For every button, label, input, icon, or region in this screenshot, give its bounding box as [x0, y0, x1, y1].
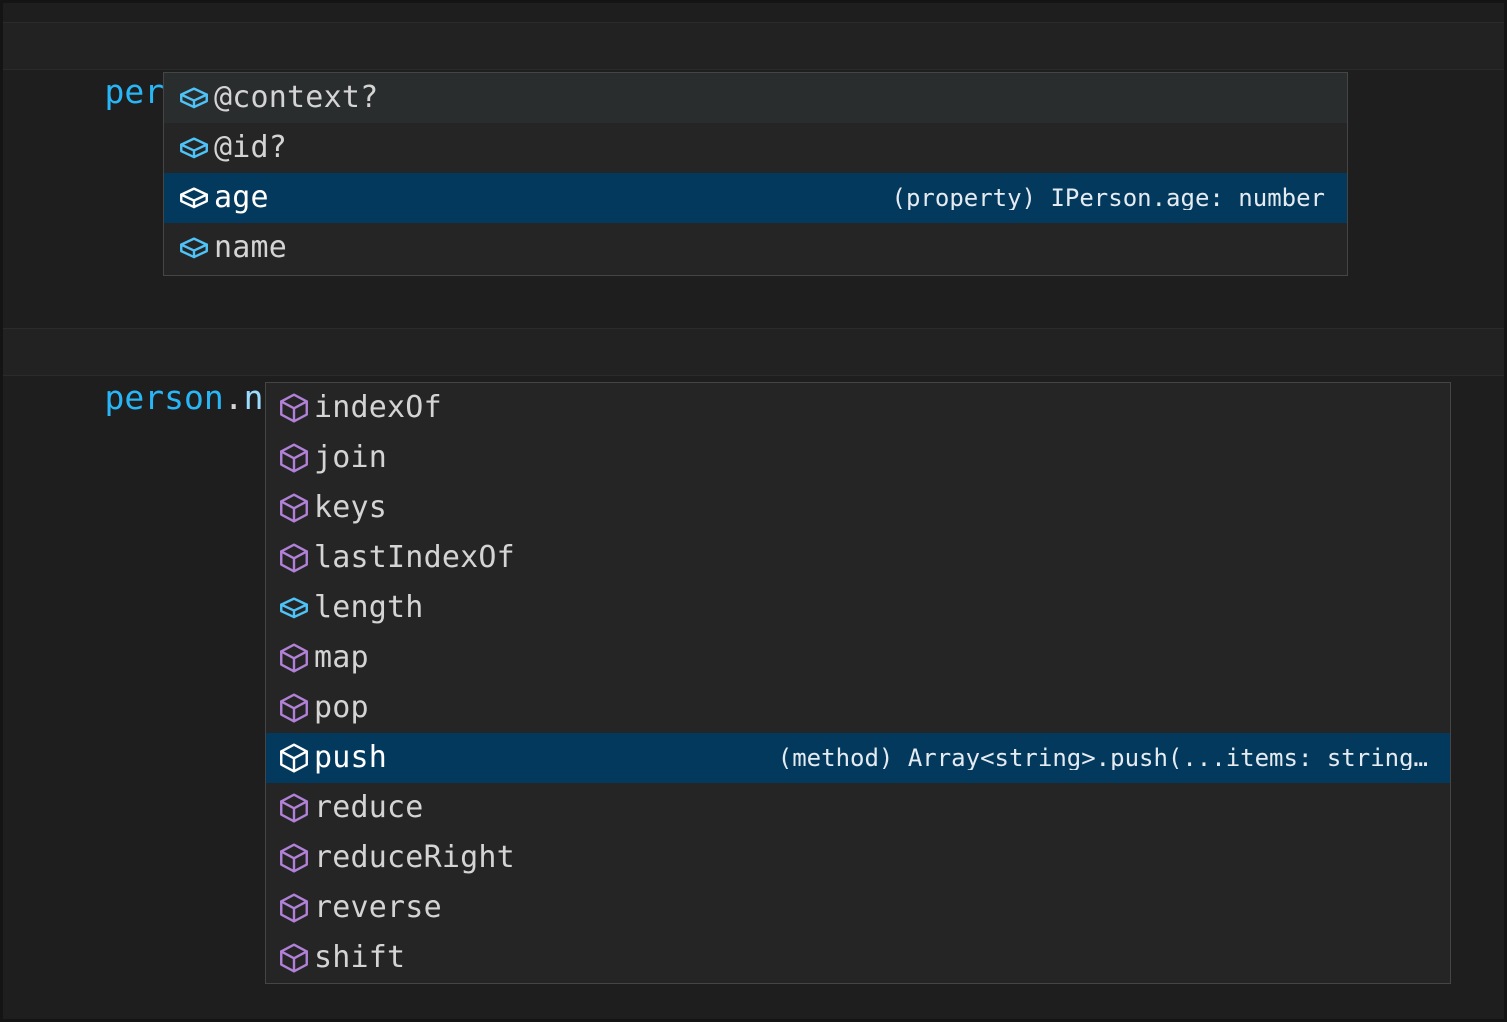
method-cube-icon	[274, 841, 314, 875]
suggest-item-label: age	[214, 180, 269, 215]
suggest-item-label: pop	[314, 690, 369, 725]
method-cube-icon	[274, 491, 314, 525]
property-cube-icon	[174, 131, 214, 165]
suggest-item-label: indexOf	[314, 390, 442, 425]
suggest-item[interactable]: map	[266, 633, 1450, 683]
suggest-item-label: name	[214, 230, 288, 265]
suggest-item-label: join	[314, 440, 388, 475]
suggest-item-label: length	[314, 590, 424, 625]
method-cube-icon	[274, 891, 314, 925]
property-cube-icon	[174, 181, 214, 215]
method-cube-icon	[274, 391, 314, 425]
suggest-item-label: reduce	[314, 790, 424, 825]
suggest-item-detail: (method) Array<string>.push(...items: st…	[777, 746, 1428, 770]
method-cube-icon	[274, 941, 314, 975]
line-divider-2-bottom	[3, 375, 1504, 376]
suggest-item-label: reduceRight	[314, 840, 515, 875]
property-cube-icon	[274, 591, 314, 625]
suggest-item[interactable]: age (property) IPerson.age: number	[164, 173, 1347, 223]
method-cube-icon	[274, 791, 314, 825]
suggest-widget-person-name[interactable]: indexOf join keys lastIndexOf length map pop pu…	[265, 382, 1451, 984]
suggest-item[interactable]: reduceRight	[266, 833, 1450, 883]
code-line-1[interactable]: person.;	[3, 23, 1504, 115]
suggest-item[interactable]: @id?	[164, 123, 1347, 173]
suggest-item[interactable]: join	[266, 433, 1450, 483]
line-divider-top	[3, 22, 1504, 23]
suggest-item-label: @id?	[214, 130, 288, 165]
suggest-item[interactable]: pop	[266, 683, 1450, 733]
property-cube-icon	[174, 231, 214, 265]
suggest-item-label: lastIndexOf	[314, 540, 515, 575]
suggest-item-label: @context?	[214, 80, 379, 115]
suggest-item-label: map	[314, 640, 369, 675]
line-divider-2-top	[3, 328, 1504, 329]
suggest-item[interactable]: keys	[266, 483, 1450, 533]
suggest-item[interactable]: reduce	[266, 783, 1450, 833]
suggest-widget-person[interactable]: @context? @id? age (property) IPerson.age: …	[163, 72, 1348, 276]
method-cube-icon	[274, 641, 314, 675]
code-editor-surface: person.; @context? @id? age (property) IPer…	[3, 3, 1504, 1019]
suggest-item-label: keys	[314, 490, 388, 525]
suggest-item-label: push	[314, 740, 388, 775]
method-cube-icon	[274, 741, 314, 775]
suggest-item[interactable]: indexOf	[266, 383, 1450, 433]
suggest-item-detail: (property) IPerson.age: number	[891, 186, 1325, 210]
property-cube-icon	[174, 81, 214, 115]
suggest-item[interactable]: length	[266, 583, 1450, 633]
suggest-item[interactable]: shift	[266, 933, 1450, 983]
method-cube-icon	[274, 541, 314, 575]
suggest-item-label: shift	[314, 940, 406, 975]
suggest-item[interactable]: reverse	[266, 883, 1450, 933]
suggest-item[interactable]: name	[164, 223, 1347, 273]
suggest-item[interactable]: lastIndexOf	[266, 533, 1450, 583]
code-token-variable: person	[104, 378, 224, 417]
method-cube-icon	[274, 691, 314, 725]
suggest-item[interactable]: @context?	[164, 73, 1347, 123]
suggest-item[interactable]: push (method) Array<string>.push(...items…	[266, 733, 1450, 783]
code-token-punctuation: .	[223, 378, 244, 417]
method-cube-icon	[274, 441, 314, 475]
line-divider-1-bottom	[3, 69, 1504, 70]
suggest-item-label: reverse	[314, 890, 442, 925]
code-line-2[interactable]: person.name.;	[3, 329, 1504, 421]
